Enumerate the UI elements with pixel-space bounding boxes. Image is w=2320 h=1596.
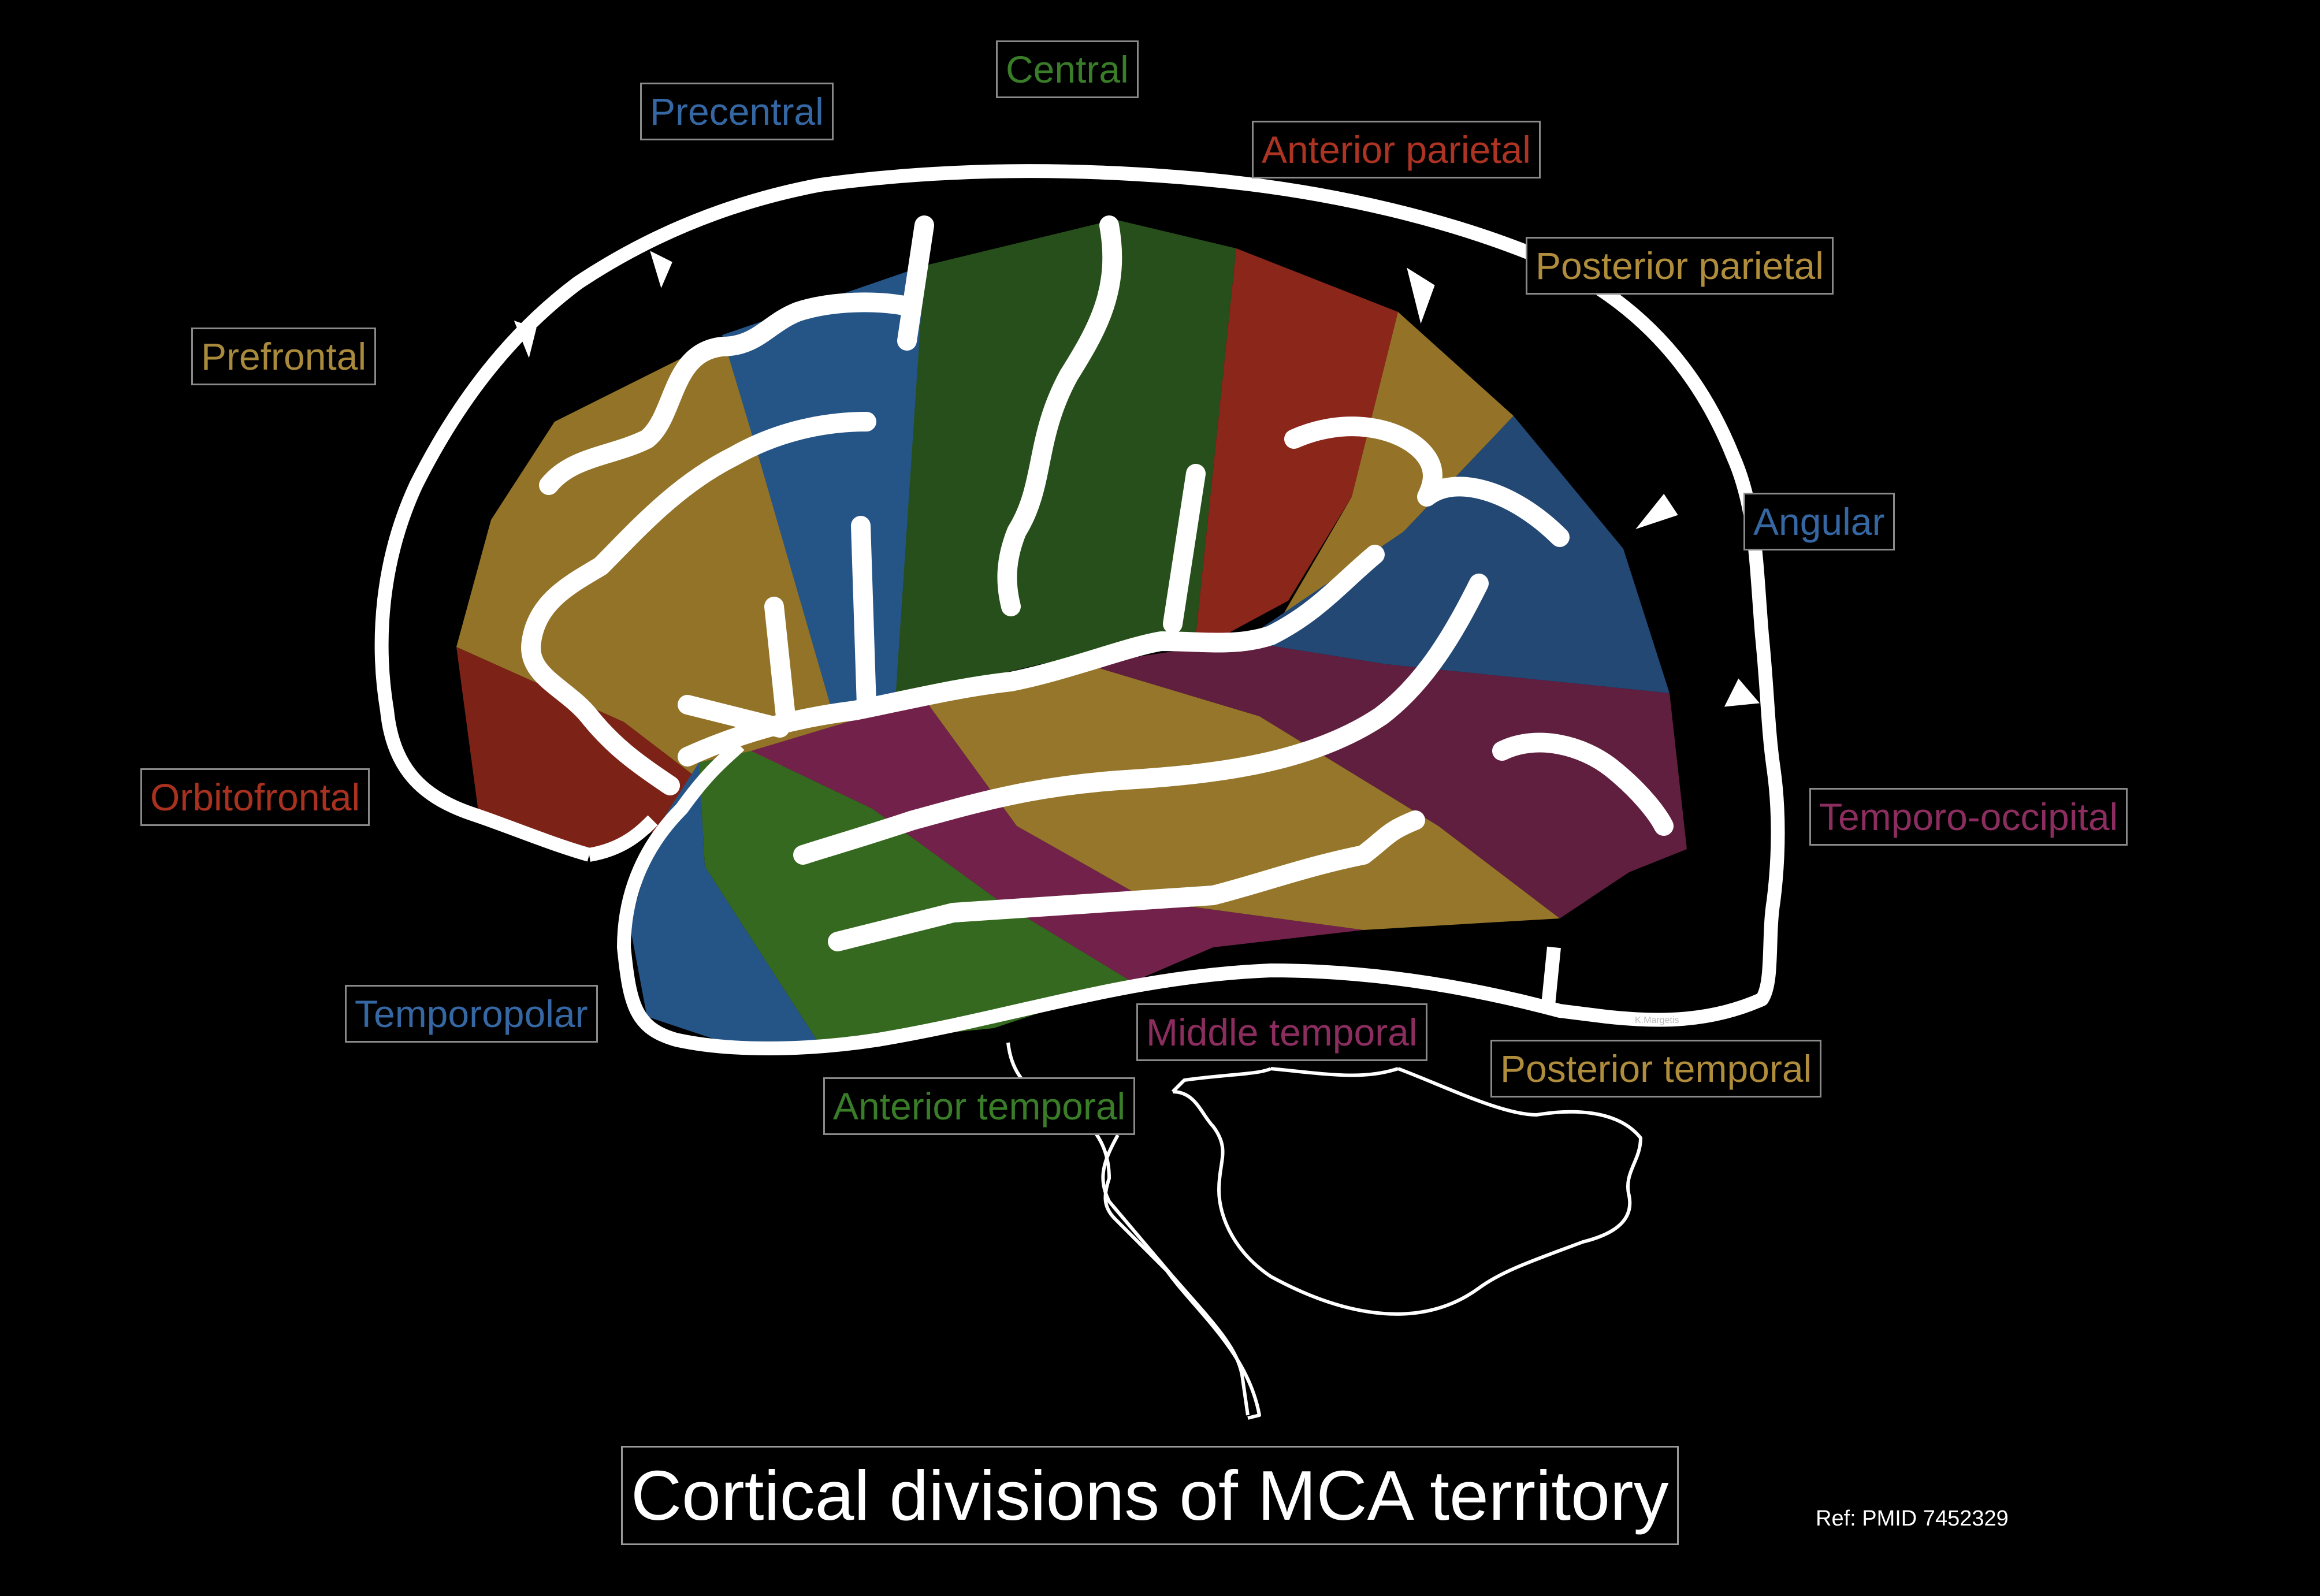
region-central — [895, 220, 1236, 699]
diagram-title: Cortical divisions of MCA territory — [621, 1446, 1679, 1545]
label-posterior-temporal: Posterior temporal — [1490, 1040, 1822, 1098]
region-temporo-occipital — [1086, 641, 1687, 918]
diagonal-sulcus-2 — [764, 597, 795, 726]
label-temporo-occipital: Temporo-occipital — [1809, 788, 2128, 846]
region-orbitofrontal — [456, 647, 722, 855]
label-prefrontal: Prefrontal — [191, 328, 377, 385]
region-anterior-temporal — [699, 751, 1132, 1046]
region-fills — [456, 220, 1687, 1046]
sylvian-fissure — [678, 545, 1385, 767]
outer-contour — [374, 164, 1785, 1055]
region-temporopolar — [630, 762, 820, 1046]
intraparietal-sulcus — [1284, 416, 1570, 547]
reference-note: Ref: PMID 7452329 — [1816, 1506, 2009, 1531]
diagonal-sulcus-1 — [851, 516, 876, 715]
region-angular — [1242, 416, 1670, 693]
postcentral-sulcus — [1163, 464, 1206, 634]
label-middle-temporal: Middle temporal — [1136, 1003, 1427, 1061]
central-sulcus — [997, 215, 1122, 616]
anterior-subcentral-branch — [678, 695, 790, 738]
sulci-lines — [521, 215, 1674, 951]
angular-sulcus — [793, 574, 1489, 865]
label-central: Central — [996, 40, 1139, 98]
label-anterior-temporal: Anterior temporal — [823, 1077, 1136, 1135]
label-angular: Angular — [1743, 493, 1895, 550]
region-precentral — [722, 266, 936, 710]
author-credit: K.Margetis — [1635, 1015, 1679, 1025]
label-orbitofrontal: Orbitofrontal — [140, 768, 370, 826]
region-middle-temporal — [751, 699, 1363, 982]
label-anterior-parietal: Anterior parietal — [1252, 121, 1541, 178]
precentral-sulcus — [897, 215, 934, 351]
label-precentral: Precentral — [640, 83, 834, 140]
occipital-sulcus — [1492, 732, 1674, 836]
contour-notches — [514, 251, 1760, 707]
superior-frontal-sulcus — [539, 292, 917, 495]
inferior-frontal-sulcus — [521, 412, 876, 795]
label-posterior-parietal: Posterior parietal — [1526, 237, 1834, 295]
superior-temporal-sulcus — [828, 810, 1425, 951]
label-temporopolar: Temporopolar — [345, 985, 598, 1043]
region-posterior-parietal — [1271, 312, 1514, 635]
